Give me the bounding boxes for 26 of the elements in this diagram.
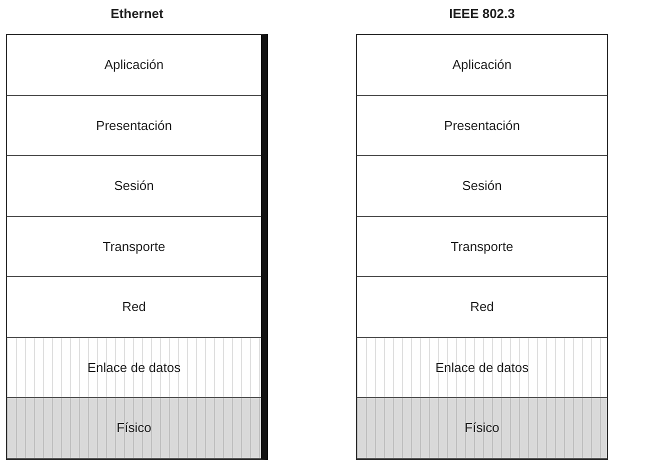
- stack-heading: IEEE 802.3: [448, 6, 516, 21]
- layer-label: Red: [121, 299, 147, 314]
- layer-label: Transporte: [450, 238, 514, 254]
- stack-heading: Ethernet: [110, 6, 164, 21]
- layer-label: Presentación: [443, 118, 521, 133]
- layer-row: [7, 96, 261, 156]
- layer-label: Sesión: [113, 178, 155, 194]
- layer-label: Aplicación: [103, 57, 165, 72]
- layer-stack: [356, 34, 608, 460]
- layer-label: Enlace de datos: [86, 360, 182, 375]
- layer-label: Físico: [464, 420, 500, 436]
- layer-row: [7, 338, 261, 398]
- layer-label: Enlace de datos: [434, 360, 530, 375]
- layer-label: Transporte: [102, 238, 166, 254]
- layer-row: [357, 96, 607, 156]
- layer-label: Red: [469, 299, 495, 314]
- layer-label: Presentación: [95, 118, 173, 133]
- layer-row: [357, 338, 607, 398]
- layer-row: [7, 398, 261, 458]
- layer-label: Físico: [116, 420, 152, 436]
- layer-row: [357, 398, 607, 458]
- layer-label: Aplicación: [451, 57, 513, 72]
- layer-row: [357, 216, 607, 277]
- layer-label: Sesión: [461, 178, 503, 194]
- layer-row: [7, 216, 261, 277]
- layer-stack: [6, 34, 268, 460]
